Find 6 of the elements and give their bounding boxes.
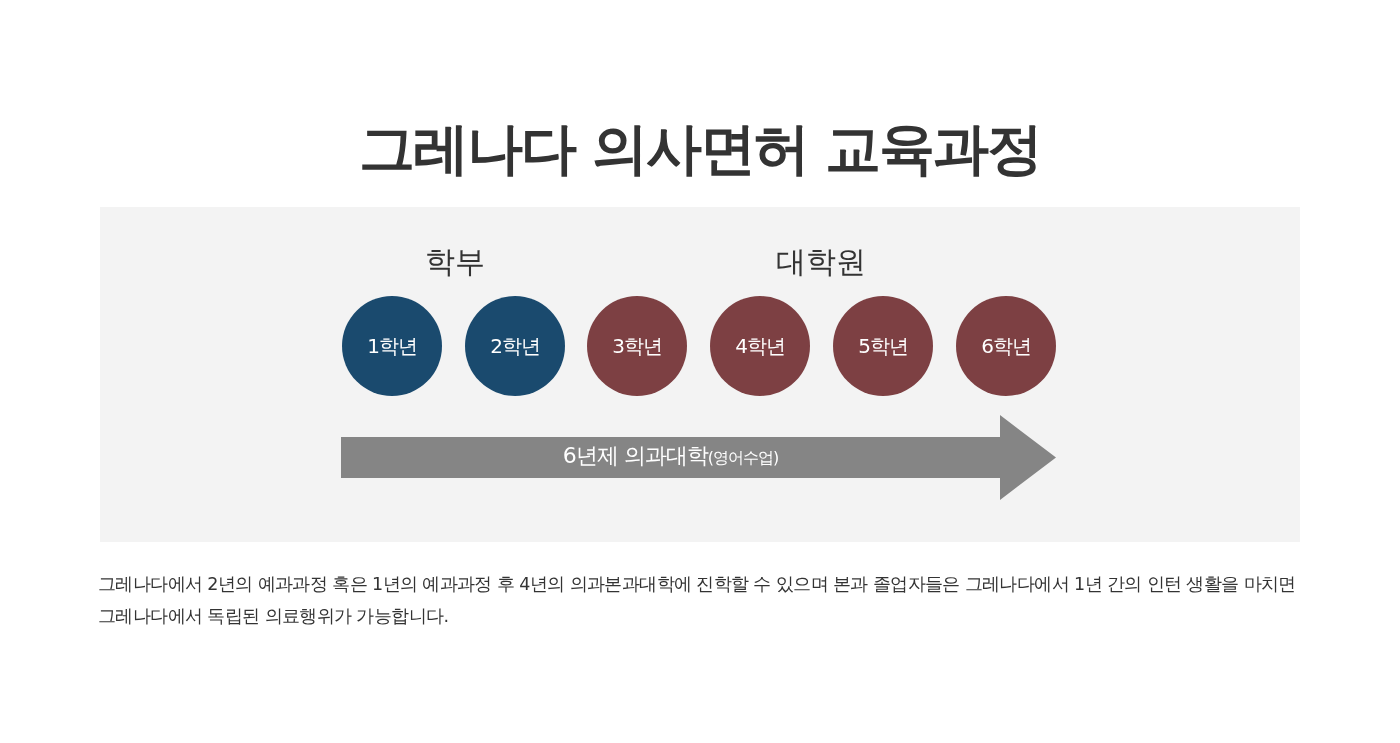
caption-text: 그레나다에서 2년의 예과과정 혹은 1년의 예과과정 후 4년의 의과본과대학에 진학할 수 있으며 본과 졸업자들은 그레나다에서 1년 간의 인턴 생활을 마치면 그레나다에서 독립된 의료행위가 가능합니다.: [98, 573, 1297, 628]
arrow-label: 6년제 의과대학(영어수업): [561, 442, 780, 470]
arrow-shape: [341, 415, 1056, 500]
group-heading: 학부: [425, 243, 485, 281]
group-heading: 대학원: [776, 243, 866, 281]
diagram-title: 그레나다 의사면허 교육과정: [357, 115, 1043, 183]
